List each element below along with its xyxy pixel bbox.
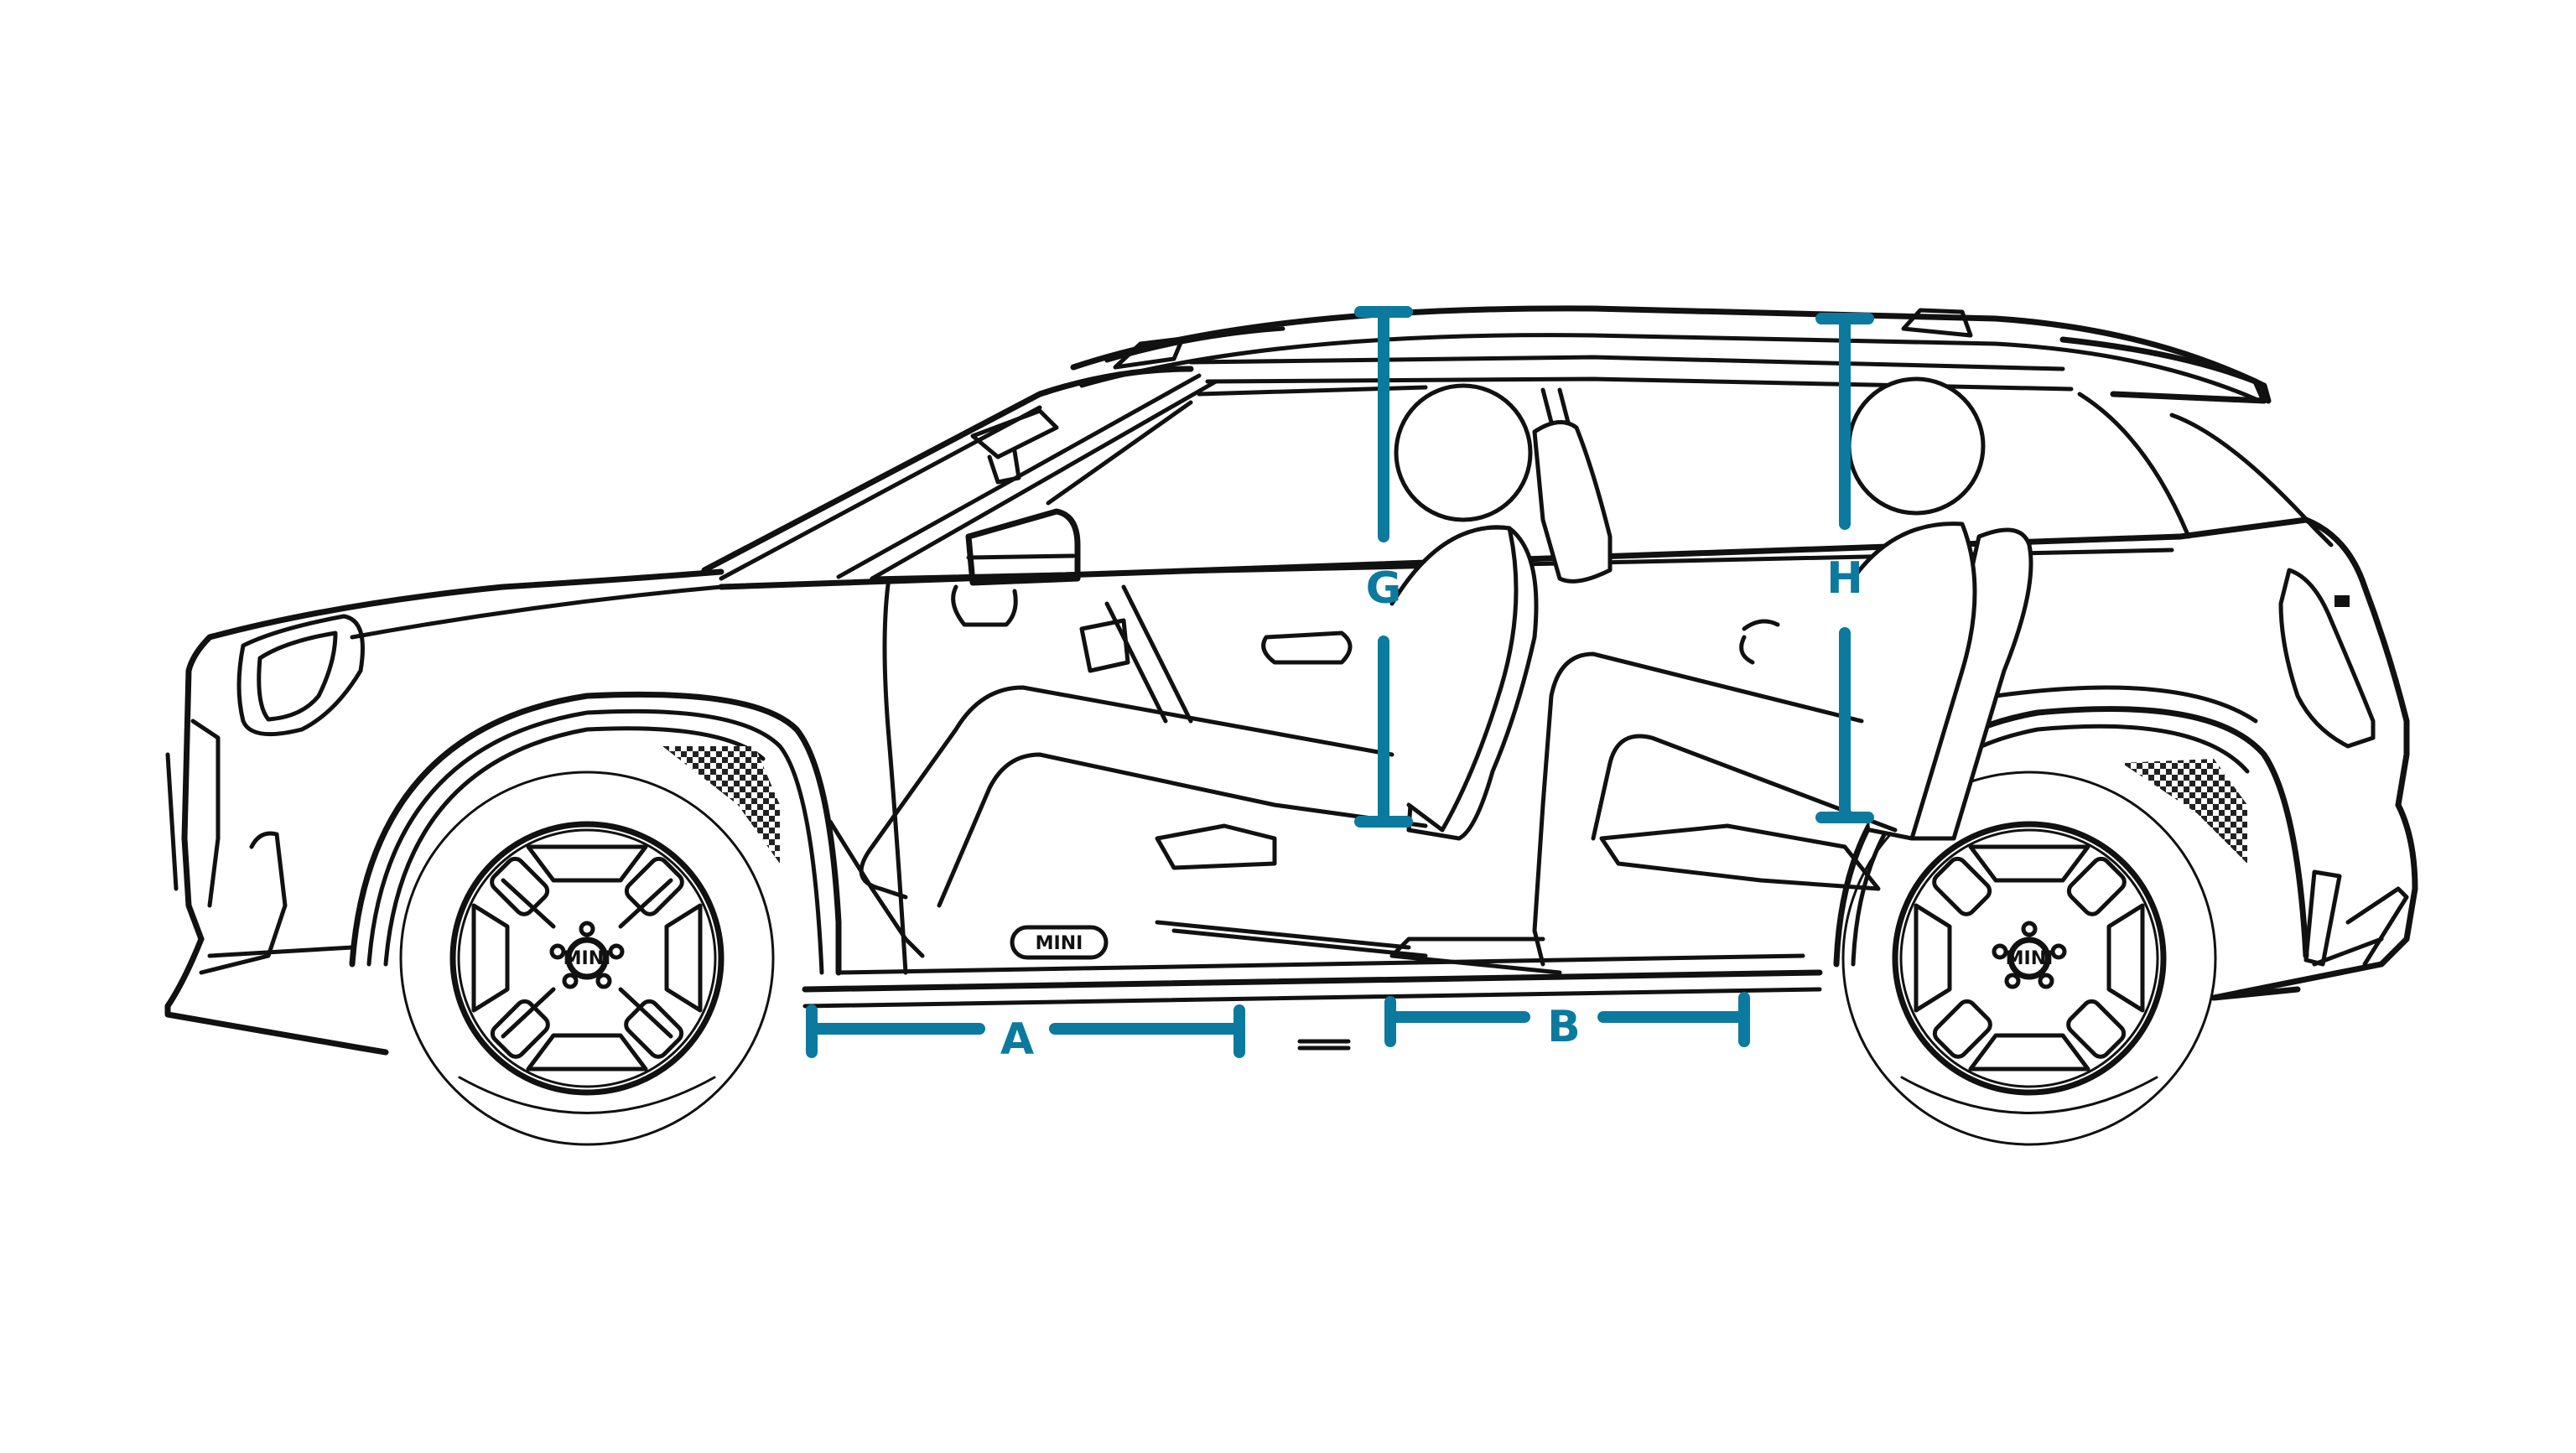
dimension-a: [806, 1004, 1351, 1058]
dimension-label-g: G: [1365, 563, 1402, 614]
dimension-g: [1354, 306, 1413, 828]
rear-occupant-head: [1846, 376, 1986, 516]
car-body: MINI: [164, 305, 2418, 1056]
front-occupant: [828, 383, 1613, 958]
dimension-label-h: H: [1826, 553, 1863, 604]
dimension-b: [1384, 992, 1750, 1047]
dimension-label-b: B: [1547, 1002, 1581, 1052]
rear-wheel: MINI: [1841, 771, 2217, 1146]
rear-occupant: [1389, 376, 2033, 975]
front-hub-badge: MINI: [564, 948, 611, 969]
rear-hub-badge: MINI: [2006, 948, 2054, 969]
sill-badge-text: MINI: [1036, 933, 1083, 954]
front-occupant-head: [1394, 383, 1533, 522]
sill-badge: [1010, 925, 1109, 960]
dimension-h: [1815, 313, 1874, 823]
dimension-label-a: A: [1000, 1015, 1035, 1065]
front-wheel: MINI: [399, 771, 775, 1146]
